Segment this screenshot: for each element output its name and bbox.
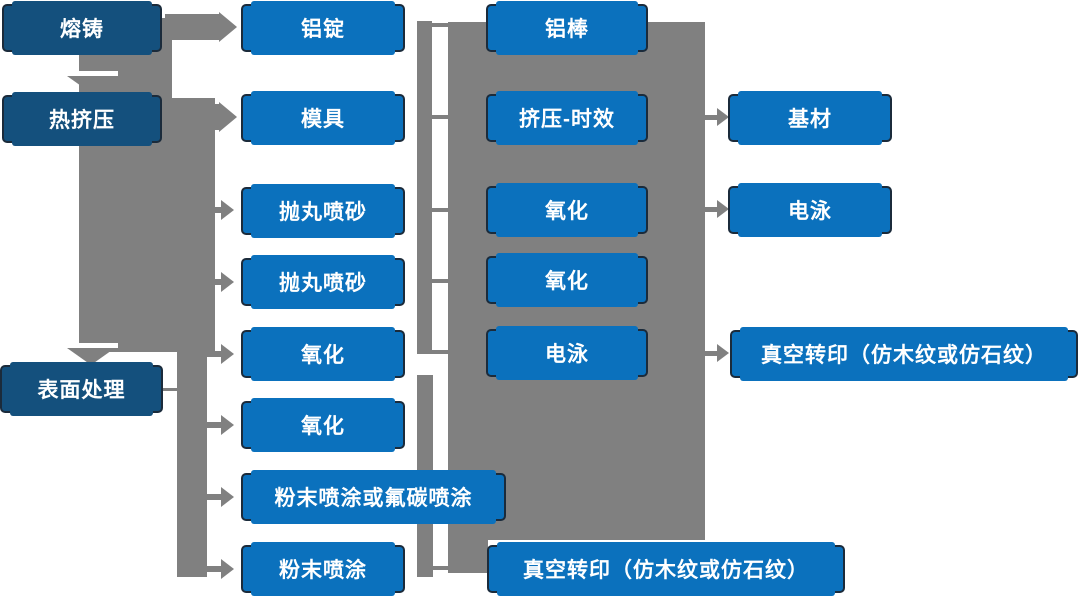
- connector-left-band-main: [79, 18, 172, 352]
- arrow-right-muju-shaft: [165, 104, 219, 130]
- arrow-right-row8-shaft: [205, 566, 223, 572]
- node-dianyong-2-label: 电泳: [788, 200, 832, 223]
- node-muju: 模具: [241, 91, 405, 145]
- connector-mid-stub-1: [432, 23, 448, 27]
- node-yanghua-4-label: 氧化: [545, 270, 589, 293]
- connector-left-band-narrow: [177, 352, 207, 577]
- arrow-right-zhenkong-head: [717, 344, 729, 362]
- arrow-right-row6-shaft: [205, 422, 223, 428]
- arrow-down-1-gap: [64, 71, 118, 76]
- node-zhenkong-right: 真空转印（仿木纹或仿石纹）: [730, 327, 1078, 381]
- connector-mid-stub-6: [433, 566, 450, 570]
- node-lvding: 铝锭: [241, 1, 405, 55]
- connector-left-band-right: [172, 98, 215, 352]
- arrow-right-row8-head: [221, 559, 234, 579]
- node-dianyong-2: 电泳: [728, 183, 892, 237]
- arrow-right-dianyong-head: [717, 200, 729, 218]
- connector-biaomian-stub: [163, 388, 179, 391]
- arrow-right-zhenkong-shaft: [705, 351, 719, 356]
- node-jiya-shixiao: 挤压-时效: [486, 91, 648, 145]
- node-lvbang: 铝棒: [486, 1, 648, 55]
- node-fenmo-label: 粉末喷涂: [279, 559, 367, 582]
- node-biaomianchuli: 表面处理: [0, 362, 163, 416]
- connector-mid-stub-5: [417, 350, 450, 354]
- node-fenmo: 粉末喷涂: [241, 542, 405, 596]
- node-jicai-label: 基材: [788, 108, 832, 131]
- node-rongzhu: 熔铸: [2, 1, 162, 55]
- arrow-right-row5-shaft: [205, 351, 223, 357]
- node-paowan-1-label: 抛丸喷砂: [279, 201, 367, 224]
- node-paowan-2: 抛丸喷砂: [241, 255, 405, 309]
- node-yanghua-1-label: 氧化: [301, 344, 345, 367]
- node-fenmo-or-futan-label: 粉末喷涂或氟碳喷涂: [274, 487, 473, 510]
- arrow-right-row6-head: [221, 415, 234, 435]
- arrow-right-row4-shaft: [205, 279, 223, 285]
- node-yanghua-2-label: 氧化: [301, 415, 345, 438]
- connector-mid-band-1: [417, 21, 432, 353]
- arrow-right-row5-head: [221, 344, 234, 364]
- node-muju-label: 模具: [301, 108, 345, 131]
- arrow-right-lvding-shaft: [165, 14, 219, 40]
- node-rejiya-label: 热挤压: [49, 109, 115, 132]
- arrow-right-jicai-shaft: [705, 115, 719, 120]
- node-jiya-shixiao-label: 挤压-时效: [519, 108, 615, 131]
- node-zhenkong-bottom-label: 真空转印（仿木纹或仿石纹）: [523, 559, 809, 582]
- node-rongzhu-label: 熔铸: [60, 18, 104, 41]
- arrow-right-row3-head: [221, 200, 234, 220]
- arrow-right-row4-head: [221, 272, 234, 292]
- node-lvding-label: 铝锭: [301, 18, 345, 41]
- connector-panel-extension: [448, 540, 488, 573]
- arrow-down-2-head: [67, 348, 115, 365]
- connector-mid-stub-3: [432, 208, 448, 212]
- node-zhenkong-bottom: 真空转印（仿木纹或仿石纹）: [487, 542, 845, 596]
- node-biaomianchuli-label: 表面处理: [37, 379, 126, 402]
- node-dianyong-1-label: 电泳: [545, 343, 589, 366]
- node-yanghua-2: 氧化: [241, 398, 405, 452]
- arrow-right-dianyong-shaft: [705, 207, 719, 212]
- arrow-right-row7-head: [221, 487, 234, 507]
- arrow-down-1-head: [67, 76, 115, 93]
- node-yanghua-1: 氧化: [241, 327, 405, 381]
- arrow-down-2-gap: [64, 343, 118, 348]
- arrow-right-row7-shaft: [205, 494, 223, 500]
- arrow-right-lvding-head: [219, 12, 237, 42]
- arrow-right-muju-head: [219, 102, 237, 132]
- node-rejiya: 热挤压: [2, 92, 162, 146]
- node-lvbang-label: 铝棒: [545, 18, 589, 41]
- node-yanghua-4: 氧化: [486, 253, 648, 307]
- node-dianyong-1: 电泳: [486, 326, 648, 380]
- node-jicai: 基材: [728, 91, 892, 145]
- node-yanghua-3: 氧化: [486, 183, 648, 237]
- connector-mid-stub-2: [432, 115, 448, 119]
- node-yanghua-3-label: 氧化: [545, 200, 589, 223]
- node-paowan-1: 抛丸喷砂: [241, 184, 405, 238]
- node-zhenkong-right-label: 真空转印（仿木纹或仿石纹）: [761, 344, 1047, 367]
- arrow-right-row3-shaft: [205, 207, 223, 213]
- node-fenmo-or-futan: 粉末喷涂或氟碳喷涂: [241, 470, 506, 524]
- node-paowan-2-label: 抛丸喷砂: [279, 272, 367, 295]
- connector-mid-stub-4: [432, 279, 448, 283]
- arrow-right-jicai-head: [717, 108, 729, 126]
